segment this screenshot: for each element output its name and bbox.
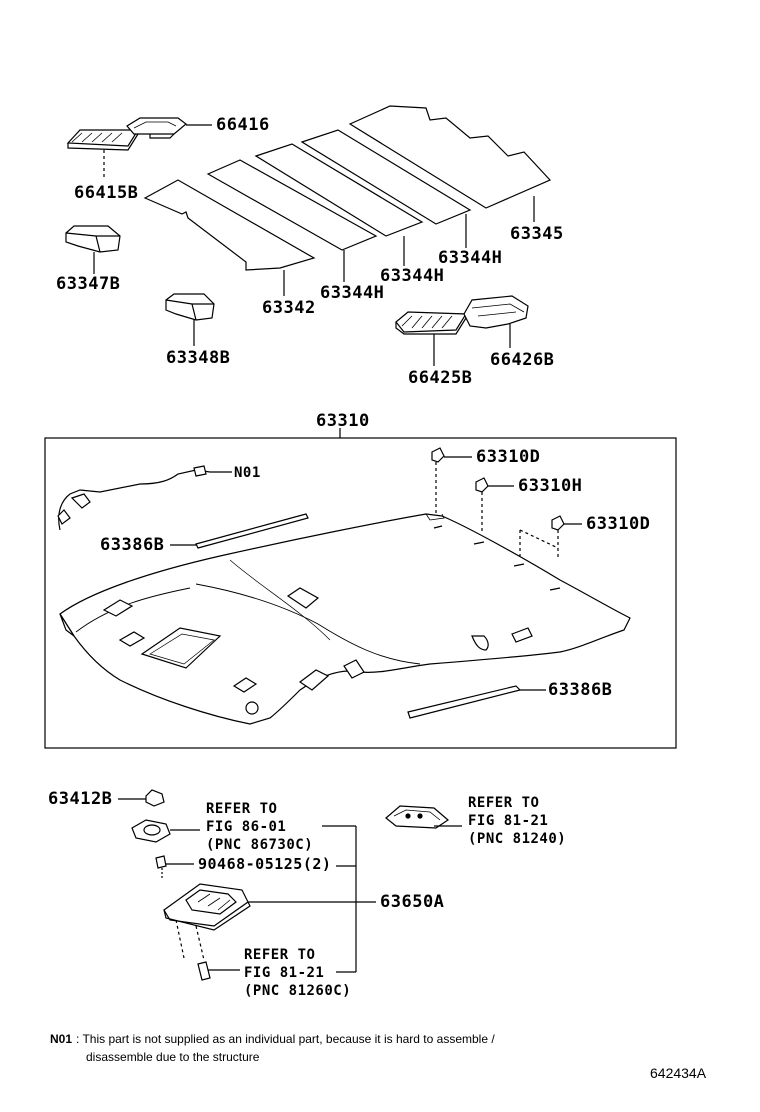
ref-bracket-lines <box>322 825 357 973</box>
part-label-63310D-b[interactable]: 63310D <box>586 514 651 534</box>
bracket-66426B <box>463 295 529 348</box>
bracket-66416 <box>126 117 212 139</box>
part-label-63344H-c[interactable]: 63344H <box>438 248 503 268</box>
part-label-66425B[interactable]: 66425B <box>408 368 473 388</box>
board-63344H-a <box>206 159 378 282</box>
note-line-1: : This part is not supplied as an indivi… <box>76 1032 495 1046</box>
part-label-63344H-b[interactable]: 63344H <box>380 266 445 286</box>
screw-90468 <box>155 855 194 880</box>
headliner-group-frame <box>44 437 677 749</box>
part-label-90468[interactable]: 90468-05125(2) <box>198 855 332 873</box>
pad-63347B <box>65 225 121 274</box>
part-label-66416[interactable]: 66416 <box>216 115 270 135</box>
part-label-63310D-a[interactable]: 63310D <box>476 447 541 467</box>
bulb-81260C <box>197 961 240 981</box>
ref-line-pnc: (PNC 81260C) <box>244 983 352 999</box>
diagram-code: 642434A <box>650 1065 707 1081</box>
clip-leaders <box>431 447 582 560</box>
ref-line-refer-to: REFER TO <box>244 947 316 963</box>
part-label-66426B[interactable]: 66426B <box>490 350 555 370</box>
clip-63412B <box>118 789 165 807</box>
ref-line-refer-to: REFER TO <box>206 801 278 817</box>
ref-line-pnc: (PNC 81240) <box>468 831 567 847</box>
part-label-63386B-lower[interactable]: 63386B <box>548 680 613 700</box>
strip-63386B-lower <box>407 685 546 719</box>
part-label-63345[interactable]: 63345 <box>510 224 564 244</box>
part-label-63348B[interactable]: 63348B <box>166 348 231 368</box>
board-63344H-c <box>300 129 472 248</box>
map-lamp-81240 <box>385 805 462 829</box>
ref-line-fig: FIG 81-21 <box>468 813 549 829</box>
part-label-63412B[interactable]: 63412B <box>48 789 113 809</box>
note-line-2: disassemble due to the structure <box>86 1050 260 1064</box>
part-label-63342[interactable]: 63342 <box>262 298 316 318</box>
headliner-63310 <box>59 513 631 725</box>
cover-86730C <box>131 819 200 843</box>
part-label-63310H[interactable]: 63310H <box>518 476 583 496</box>
part-label-66415B[interactable]: 66415B <box>74 183 139 203</box>
ref-line-fig: FIG 81-21 <box>244 965 325 981</box>
part-label-63310[interactable]: 63310 <box>316 411 370 431</box>
strip-63386B-upper <box>170 513 309 549</box>
note-tag: N01 <box>50 1032 73 1046</box>
part-label-63347B[interactable]: 63347B <box>56 274 121 294</box>
board-63342 <box>143 179 316 296</box>
part-label-N01[interactable]: N01 <box>234 465 261 481</box>
ref-line-pnc: (PNC 86730C) <box>206 837 314 853</box>
wire-harness-N01 <box>57 465 232 531</box>
part-label-63650A[interactable]: 63650A <box>380 892 445 912</box>
ref-line-fig: FIG 86-01 <box>206 819 287 835</box>
pad-66425B <box>395 311 468 366</box>
lamp-assy-63650A <box>163 883 376 961</box>
pad-63348B <box>165 293 215 346</box>
pad-66415B <box>66 129 140 180</box>
part-label-63386B-upper[interactable]: 63386B <box>100 535 165 555</box>
board-63345 <box>348 105 552 222</box>
part-label-63344H-a[interactable]: 63344H <box>320 283 385 303</box>
board-63344H-b <box>254 143 424 266</box>
ref-line-refer-to: REFER TO <box>468 795 540 811</box>
